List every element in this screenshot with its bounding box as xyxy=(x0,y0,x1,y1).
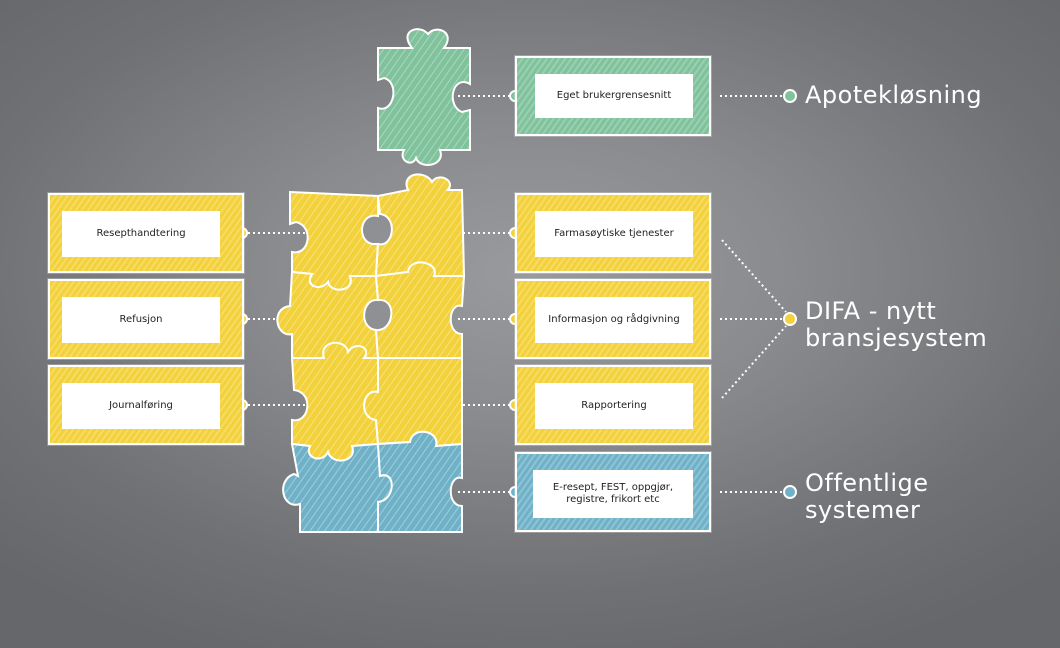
side-label-line: DIFA - nytt xyxy=(805,297,937,325)
box-label: Resepthandtering xyxy=(62,211,220,257)
connector-dot xyxy=(783,485,797,499)
box-label: Journalføring xyxy=(62,383,220,429)
left-box-journalforing: Journalføring xyxy=(48,365,244,445)
puzzle-piece-icon xyxy=(374,173,466,278)
box-label-line: E-resept, FEST, oppgjør, xyxy=(552,482,674,493)
connector-dot xyxy=(783,312,797,326)
side-label-apoteklosning: Apotekløsning xyxy=(805,81,983,109)
box-label-line: registre, frikort etc xyxy=(566,494,660,505)
connector-dot xyxy=(783,89,797,103)
puzzle-piece-icon xyxy=(374,261,466,359)
box-label: Eget brukergrensesnitt xyxy=(535,74,693,118)
bottom-box-offentlige-registre: E-resept, FEST, oppgjør, registre, friko… xyxy=(515,452,711,532)
top-box-brukergrensesnitt: Eget brukergrensesnitt xyxy=(515,56,711,136)
left-box-refusjon: Refusjon xyxy=(48,279,244,359)
right-box-informasjon-radgivning: Informasjon og rådgivning xyxy=(515,279,711,359)
box-label: Farmasøytiske tjenester xyxy=(535,211,693,257)
puzzle-piece-icon xyxy=(363,357,463,448)
right-box-farmasoytiske-tjenester: Farmasøytiske tjenester xyxy=(515,193,711,273)
side-label-line: bransjesystem xyxy=(805,324,988,352)
connector-line xyxy=(721,239,787,313)
connector-line xyxy=(721,325,787,399)
right-box-rapportering: Rapportering xyxy=(515,365,711,445)
side-label-line: systemer xyxy=(805,496,921,524)
side-label-offentlige-systemer: Offentlige systemer xyxy=(805,470,929,524)
side-label-difa: DIFA - nytt bransjesystem xyxy=(805,298,987,352)
box-label: E-resept, FEST, oppgjør, registre, friko… xyxy=(533,470,693,518)
puzzle-piece-icon xyxy=(376,431,463,533)
side-label-line: Offentlige xyxy=(805,469,929,497)
box-label: Refusjon xyxy=(62,297,220,343)
left-box-resepthandtering: Resepthandtering xyxy=(48,193,244,273)
puzzle-piece-icon xyxy=(276,270,380,359)
box-label: Informasjon og rådgivning xyxy=(535,297,693,343)
box-label: Rapportering xyxy=(535,383,693,429)
puzzle-piece-icon xyxy=(377,28,471,166)
